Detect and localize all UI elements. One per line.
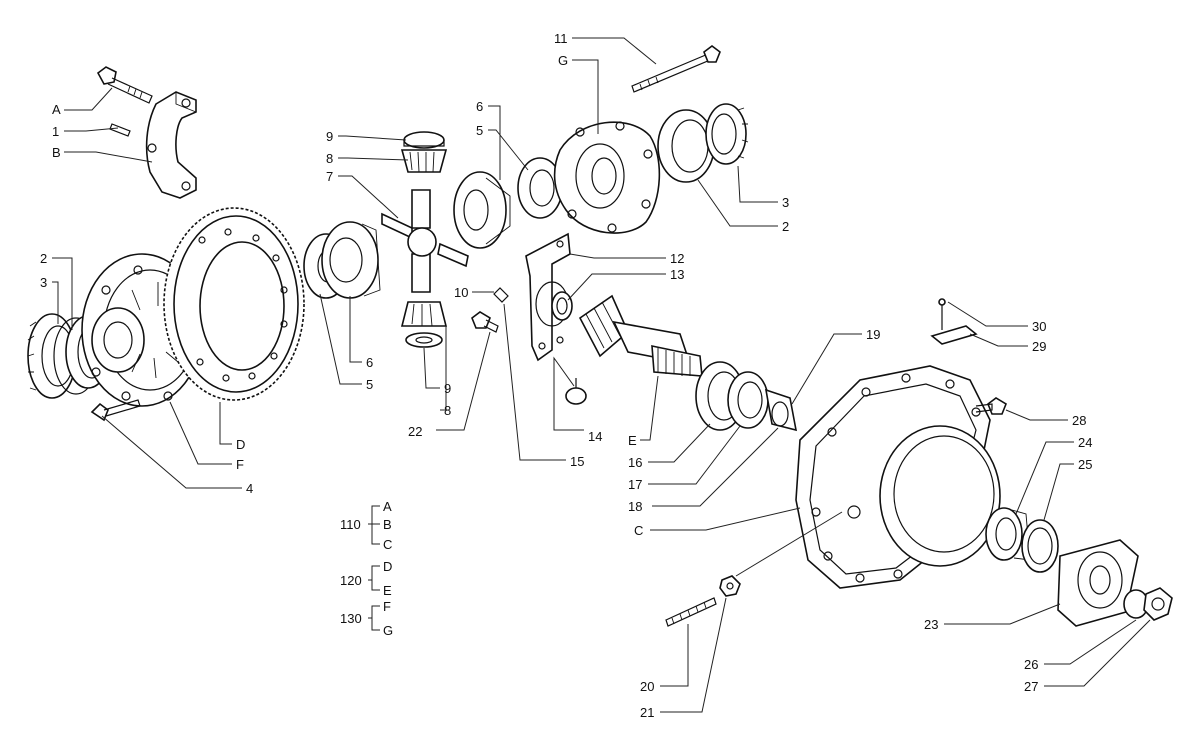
pin-1 (109, 123, 131, 137)
cup-17 (727, 371, 769, 429)
callout-1: 1 (52, 124, 59, 139)
callout-E: E (628, 433, 637, 448)
side-gear-6-left (321, 221, 381, 299)
group-120-letter-e: E (383, 583, 392, 598)
callout-6-left: 6 (366, 355, 373, 370)
bolt-a (96, 66, 153, 104)
group-110-letter-c: C (383, 537, 392, 552)
bolt-22 (471, 311, 499, 333)
callout-26: 26 (1024, 657, 1038, 672)
callout-29: 29 (1032, 339, 1046, 354)
callout-13: 13 (670, 267, 684, 282)
plate-29 (930, 298, 978, 345)
pin-14 (565, 378, 587, 405)
callout-8-top: 8 (326, 151, 333, 166)
callout-30: 30 (1032, 319, 1046, 334)
group-120-letter-d: D (383, 559, 392, 574)
callout-2-left: 2 (40, 251, 47, 266)
side-gear-6-top (453, 171, 511, 249)
callout-labels: A 1 B 2 3 4 F D 5 6 7 8 9 9 8 22 6 5 11 … (40, 31, 1092, 720)
nut-27 (1123, 587, 1173, 621)
callout-8-bottom: 8 (444, 403, 451, 418)
callout-19: 19 (866, 327, 880, 342)
group-110-letter-b: B (383, 517, 392, 532)
callout-F: F (236, 457, 244, 472)
group-legend: 110 A B C 120 D E 130 F G (340, 499, 393, 638)
callout-16: 16 (628, 455, 642, 470)
callout-17: 17 (628, 477, 642, 492)
spider-7 (381, 189, 469, 293)
pinion-8-top (400, 131, 448, 173)
thrust-washer-5-top (517, 157, 563, 219)
callout-B: B (52, 145, 61, 160)
bearing-cap-b (145, 91, 197, 199)
seal-13 (551, 291, 573, 321)
callout-C: C (634, 523, 643, 538)
group-120-number: 120 (340, 573, 362, 588)
case-half-g (553, 121, 661, 234)
callout-G: G (558, 53, 568, 68)
callout-4: 4 (246, 481, 253, 496)
callout-9-top: 9 (326, 129, 333, 144)
callout-20: 20 (640, 679, 654, 694)
ring-gear-d (163, 207, 305, 401)
stud-20 (665, 597, 717, 627)
group-110-letter-a: A (383, 499, 392, 514)
drive-pinion-e (578, 294, 703, 377)
callout-2-right: 2 (782, 219, 789, 234)
callout-5-top: 5 (476, 123, 483, 138)
callout-D: D (236, 437, 245, 452)
seal-25 (1021, 519, 1059, 573)
callout-9-bottom: 9 (444, 381, 451, 396)
callout-15: 15 (570, 454, 584, 469)
callout-22: 22 (408, 424, 422, 439)
group-brackets (368, 505, 380, 631)
bolt-4 (90, 399, 141, 422)
callout-3-right: 3 (782, 195, 789, 210)
bolt-11 (631, 45, 721, 93)
washer-10 (493, 287, 509, 303)
group-130-letter-g: G (383, 623, 393, 638)
callout-21: 21 (640, 705, 654, 720)
spacer-19 (764, 388, 798, 432)
bearing-24 (985, 507, 1031, 561)
callout-25: 25 (1078, 457, 1092, 472)
group-130-number: 130 (340, 611, 362, 626)
callout-18: 18 (628, 499, 642, 514)
axle-housing-c (795, 365, 1001, 589)
callout-12: 12 (670, 251, 684, 266)
callout-24: 24 (1078, 435, 1092, 450)
callout-23: 23 (924, 617, 938, 632)
callout-10: 10 (454, 285, 468, 300)
group-130-letter-f: F (383, 599, 391, 614)
callout-28: 28 (1072, 413, 1086, 428)
callout-27: 27 (1024, 679, 1038, 694)
callout-3-left: 3 (40, 275, 47, 290)
callout-14: 14 (588, 429, 602, 444)
leader-lines (52, 37, 1151, 713)
pinion-8-bottom (400, 301, 448, 348)
callout-A: A (52, 102, 61, 117)
callout-6-top: 6 (476, 99, 483, 114)
callout-5-left: 5 (366, 377, 373, 392)
bearing-3-right (657, 103, 749, 183)
callout-7: 7 (326, 169, 333, 184)
bolt-28 (975, 397, 1007, 415)
nut-21 (719, 575, 741, 597)
callout-11: 11 (554, 31, 568, 46)
group-110-number: 110 (340, 517, 361, 532)
